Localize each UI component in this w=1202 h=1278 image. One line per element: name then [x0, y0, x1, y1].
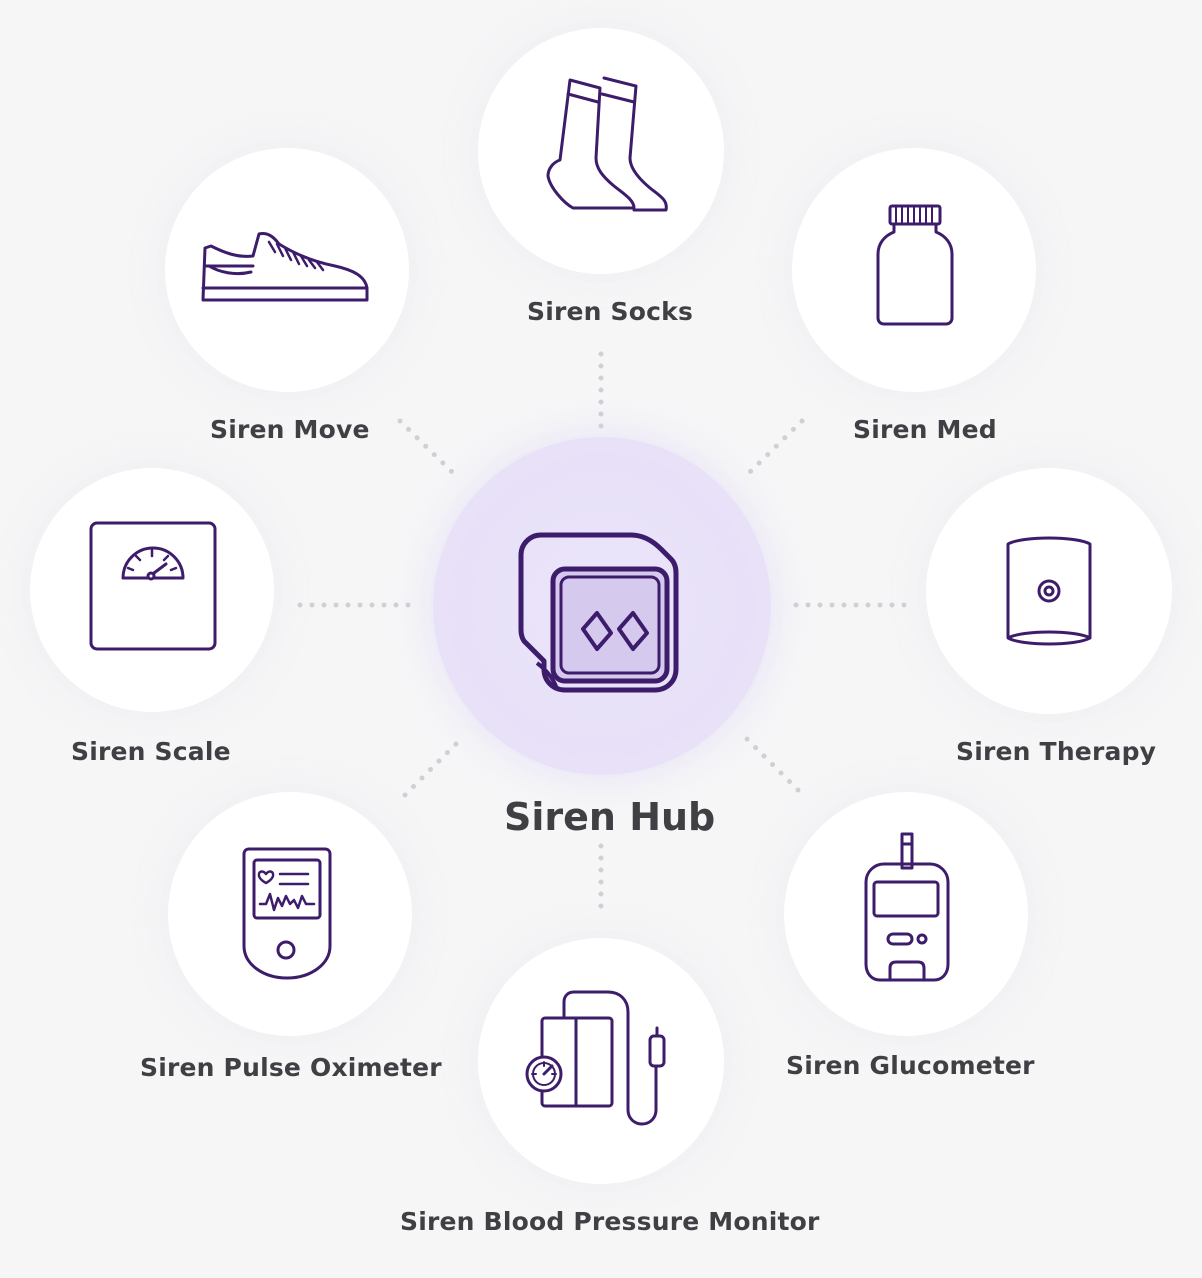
shoe-icon: [201, 232, 369, 302]
hub-circle: [433, 437, 771, 775]
device-med: [792, 148, 1036, 392]
device-label-blood-pressure-monitor: Siren Blood Pressure Monitor: [400, 1207, 820, 1236]
connector-pulse: [402, 740, 460, 798]
hub-label: Siren Hub: [504, 795, 716, 839]
device-label-move: Siren Move: [210, 415, 370, 444]
connector-med: [747, 418, 805, 475]
device-label-socks: Siren Socks: [527, 297, 694, 326]
device-glucometer: [784, 792, 1028, 1036]
blood-pressure-monitor-icon: [525, 990, 666, 1126]
device-therapy: [926, 468, 1172, 714]
device-move: [165, 148, 409, 392]
device-label-therapy: Siren Therapy: [956, 737, 1157, 766]
connector-glucometer: [743, 735, 801, 793]
therapy-patch-icon: [1006, 536, 1092, 646]
device-blood-pressure-monitor: [478, 938, 724, 1184]
pulse-oximeter-icon: [242, 847, 332, 980]
device-label-med: Siren Med: [853, 415, 997, 444]
hub-device-icon: [518, 532, 679, 693]
socks-icon: [546, 76, 668, 212]
device-scale: [30, 468, 274, 712]
device-pulse-oximeter: [168, 792, 412, 1036]
connector-move: [397, 418, 455, 475]
device-label-scale: Siren Scale: [71, 737, 231, 766]
pill-bottle-icon: [876, 204, 954, 326]
device-socks: [478, 28, 724, 274]
scale-icon: [89, 521, 217, 651]
device-label-glucometer: Siren Glucometer: [786, 1051, 1035, 1080]
glucometer-icon: [864, 832, 950, 982]
device-label-pulse-oximeter: Siren Pulse Oximeter: [140, 1053, 442, 1082]
